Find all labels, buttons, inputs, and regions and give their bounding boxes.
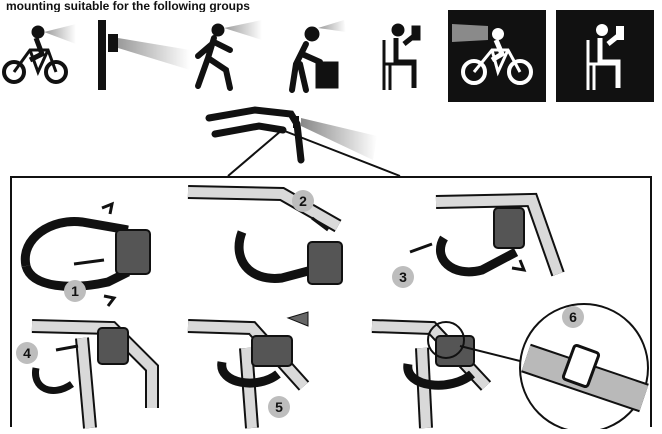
step-3-drawing [410,200,558,274]
step-2-drawing [188,192,342,284]
instruction-steps-drawing [12,178,654,429]
step-4-badge: 4 [16,342,38,364]
step-4-drawing [32,326,152,428]
step-1-drawing [25,204,150,306]
step-2-badge: 2 [292,190,314,212]
step-1-badge: 1 [64,280,86,302]
step-6-badge: 6 [562,306,584,328]
instruction-panel: 1 2 3 4 5 6 [10,176,652,427]
step-5-badge: 5 [268,396,290,418]
step-5-drawing [188,312,308,428]
step-3-badge: 3 [392,266,414,288]
handlebar-illustration [205,104,385,179]
step-6-drawing [372,304,648,429]
